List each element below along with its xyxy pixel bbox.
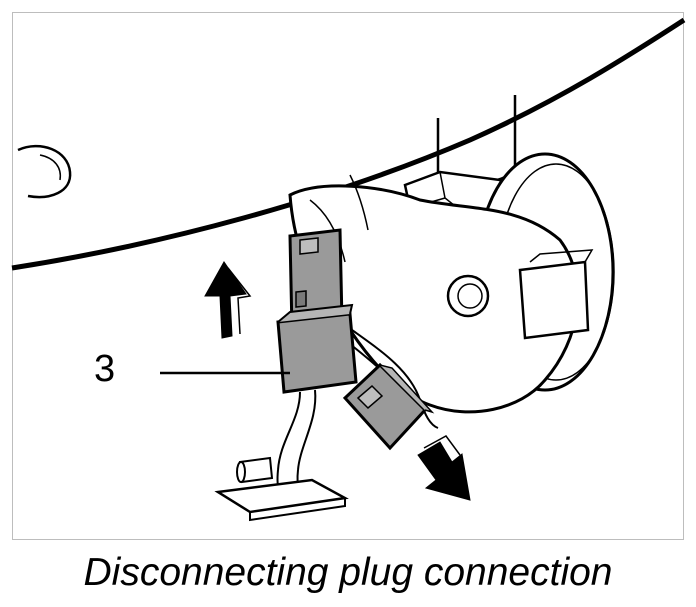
socket-face bbox=[356, 384, 384, 410]
arrow-down-right-icon bbox=[417, 435, 471, 501]
arrow-up-icon bbox=[204, 261, 252, 339]
socket-edge bbox=[379, 364, 435, 414]
sensor-casing-crease bbox=[309, 199, 346, 263]
mount-post bbox=[436, 95, 517, 180]
housing-oval bbox=[17, 144, 72, 199]
casing-tab-top bbox=[529, 249, 594, 263]
casing-tab bbox=[518, 260, 590, 340]
plug-latch bbox=[299, 237, 319, 255]
sensor-casing-crease-2 bbox=[349, 174, 369, 231]
plug-lower bbox=[276, 312, 358, 394]
plug-lower-top bbox=[277, 303, 354, 323]
terminal-plate-edge bbox=[249, 498, 346, 522]
connector-illustration bbox=[11, 17, 686, 522]
housing-edge bbox=[11, 17, 686, 271]
casing-boss-inner bbox=[457, 283, 483, 309]
figure-caption: Disconnecting plug connection bbox=[83, 551, 613, 594]
casing-boss bbox=[446, 274, 490, 318]
housing-oval-inner bbox=[39, 154, 62, 181]
terminal-plate bbox=[214, 478, 349, 514]
plug-detent bbox=[295, 290, 307, 308]
callout-number: 3 bbox=[94, 348, 116, 390]
terminal-pin-end bbox=[236, 461, 246, 483]
